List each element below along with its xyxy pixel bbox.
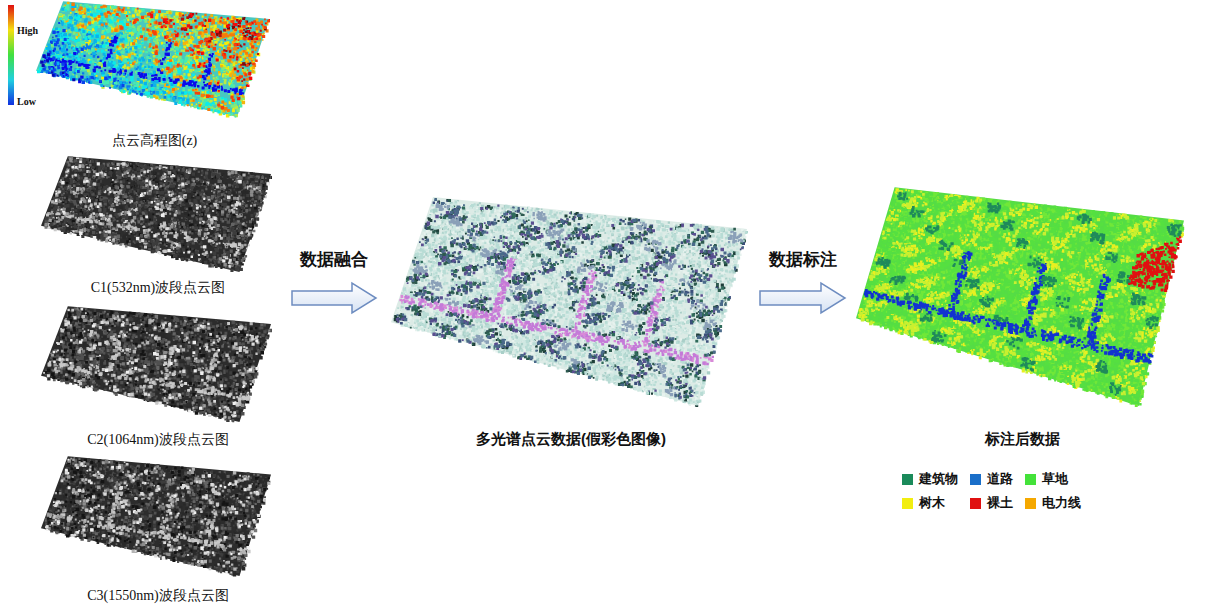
point-cloud-ground bbox=[41, 456, 271, 576]
point-cloud-image bbox=[390, 195, 748, 407]
point-cloud-dots bbox=[42, 4, 204, 109]
legend-item: 草地 bbox=[1025, 470, 1081, 488]
point-cloud-dots bbox=[71, 3, 268, 112]
point-cloud-dots bbox=[1128, 236, 1182, 292]
image-panel: 标注后数据 bbox=[855, 185, 1189, 449]
legend-swatch bbox=[902, 498, 913, 509]
point-cloud-dots bbox=[47, 458, 270, 577]
point-cloud-dots bbox=[49, 461, 270, 571]
point-cloud-dots bbox=[43, 35, 244, 95]
legend-item: 裸土 bbox=[970, 494, 1013, 512]
image-panel: 多光谱点云数据(假彩色图像) bbox=[390, 195, 752, 449]
point-cloud-dots bbox=[45, 309, 264, 418]
point-cloud-dots bbox=[404, 258, 714, 365]
point-cloud-dots bbox=[40, 53, 80, 81]
legend-item: 树木 bbox=[902, 494, 958, 512]
point-cloud-dots bbox=[394, 199, 746, 407]
legend-swatch bbox=[970, 498, 981, 509]
point-cloud-ground bbox=[36, 1, 269, 117]
point-cloud-image bbox=[40, 455, 272, 577]
point-cloud-image bbox=[855, 185, 1185, 407]
point-cloud-dots bbox=[45, 159, 269, 272]
legend-text: 道路 bbox=[987, 470, 1013, 488]
legend-item: 建筑物 bbox=[902, 470, 958, 488]
point-cloud-dots bbox=[53, 323, 259, 417]
arrow-label: 数据标注 bbox=[769, 248, 837, 271]
arrow-label: 数据融合 bbox=[300, 248, 368, 271]
point-cloud-ground bbox=[41, 306, 271, 422]
point-cloud-dots bbox=[47, 308, 259, 419]
legend-swatch bbox=[970, 474, 981, 485]
point-cloud-dots bbox=[876, 192, 1182, 396]
colorbar-gradient bbox=[8, 5, 14, 105]
image-caption: 点云高程图(z) bbox=[35, 132, 274, 150]
legend: 建筑物 道路 草地树木 裸土 电力线 bbox=[902, 470, 1081, 512]
colorbar-label: Low bbox=[17, 96, 36, 107]
point-cloud-dots bbox=[396, 198, 744, 399]
point-cloud-dots bbox=[397, 201, 747, 406]
legend-item: 道路 bbox=[970, 470, 1013, 488]
image-caption: C1(532nm)波段点云图 bbox=[40, 279, 276, 297]
point-cloud-dots bbox=[858, 190, 1182, 402]
image-caption: 多光谱点云数据(假彩色图像) bbox=[390, 429, 752, 449]
point-cloud-image bbox=[35, 0, 270, 118]
legend-text: 电力线 bbox=[1042, 494, 1081, 512]
block-arrow bbox=[760, 283, 845, 313]
point-cloud-dots bbox=[43, 22, 143, 96]
point-cloud-dots bbox=[53, 461, 266, 573]
point-cloud-dots bbox=[43, 309, 259, 418]
image-panel: 点云高程图(z) bbox=[35, 0, 274, 150]
point-cloud-dots bbox=[864, 251, 1154, 364]
legend-text: 草地 bbox=[1042, 470, 1068, 488]
point-cloud-dots bbox=[55, 160, 270, 262]
point-cloud-image bbox=[40, 155, 272, 273]
legend-text: 裸土 bbox=[987, 494, 1013, 512]
point-cloud-dots bbox=[46, 462, 260, 562]
point-cloud-dots bbox=[48, 315, 258, 413]
image-panel: C2(1064nm)波段点云图 bbox=[40, 305, 276, 449]
point-cloud-ground bbox=[391, 197, 747, 406]
image-caption: C3(1550nm)波段点云图 bbox=[40, 587, 276, 605]
colorbar-label: High bbox=[17, 25, 38, 36]
point-cloud-dots bbox=[46, 458, 267, 573]
image-panel: C3(1550nm)波段点云图 bbox=[40, 455, 276, 605]
legend-text: 建筑物 bbox=[919, 470, 958, 488]
point-cloud-dots bbox=[107, 8, 270, 110]
point-cloud-dots bbox=[45, 158, 270, 267]
point-cloud-image bbox=[40, 305, 272, 423]
block-arrow bbox=[292, 283, 376, 313]
legend-text: 树木 bbox=[919, 494, 945, 512]
point-cloud-dots bbox=[55, 309, 256, 419]
point-cloud-dots bbox=[48, 459, 261, 567]
point-cloud-ground bbox=[856, 187, 1184, 406]
legend-swatch bbox=[1025, 498, 1036, 509]
legend-item: 电力线 bbox=[1025, 494, 1081, 512]
point-cloud-dots bbox=[413, 203, 744, 396]
image-panel: C1(532nm)波段点云图 bbox=[40, 155, 276, 297]
point-cloud-dots bbox=[396, 201, 744, 398]
image-caption: 标注后数据 bbox=[855, 429, 1189, 449]
legend-swatch bbox=[902, 474, 913, 485]
point-cloud-dots bbox=[45, 459, 258, 574]
image-caption: C2(1064nm)波段点云图 bbox=[40, 431, 276, 449]
legend-swatch bbox=[1025, 474, 1036, 485]
